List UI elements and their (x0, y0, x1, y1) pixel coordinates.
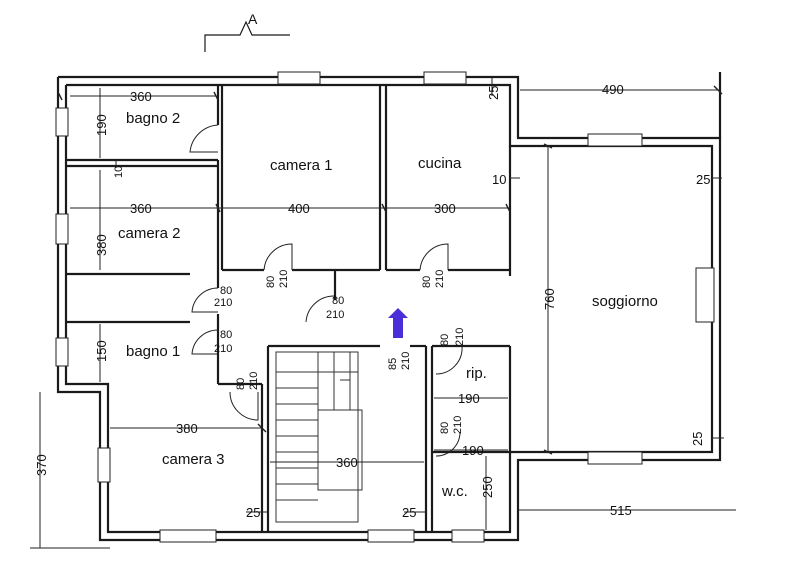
window-stair (367, 529, 415, 543)
dim-door-bagno1-w: 80 (220, 329, 232, 341)
window-cucina (423, 71, 467, 85)
door-hall (305, 295, 335, 323)
dim-entry-h: 210 (400, 352, 412, 370)
dim-door-corridor-h: 210 (214, 297, 232, 309)
dim-camera2-width: 360 (130, 201, 152, 216)
window-camera2 (55, 213, 69, 245)
dim-door-rip-h: 210 (454, 328, 466, 346)
dim-door-camera1-w: 80 (265, 276, 277, 288)
dim-left-370: 370 (34, 454, 49, 476)
dim-door-corridor-w: 80 (220, 285, 232, 297)
window-soggiorno-bottom (587, 451, 643, 465)
dim-entry-w: 85 (387, 358, 399, 370)
window-bagno1 (55, 337, 69, 367)
dim-cucina-width: 300 (434, 201, 456, 216)
dim-door-bagno1-h: 210 (214, 343, 232, 355)
window-bagno2 (55, 107, 69, 137)
room-label-bagno2: bagno 2 (126, 110, 180, 127)
interior-walls (66, 85, 512, 532)
window-camera1 (277, 71, 321, 85)
room-label-camera3: camera 3 (162, 451, 225, 468)
dim-wall-25-top: 25 (486, 86, 501, 100)
door-camera3 (229, 391, 259, 421)
dim-door-camera3-h: 210 (248, 372, 260, 390)
room-label-camera1: camera 1 (270, 157, 333, 174)
room-label-bagno1: bagno 1 (126, 343, 180, 360)
fireplace (695, 267, 715, 323)
dim-top-490: 490 (602, 82, 624, 97)
section-marker-label: A (248, 11, 258, 27)
door-camera1 (263, 243, 293, 271)
dim-door-hall-w: 80 (332, 295, 344, 307)
window-wc (451, 529, 485, 543)
dim-wall-10a: 10 (113, 166, 125, 178)
dim-wc-height: 250 (480, 476, 495, 498)
dim-door-wc-w: 80 (439, 422, 451, 434)
dim-bottom-515: 515 (610, 503, 632, 518)
dim-door-hall-h: 210 (326, 309, 344, 321)
dim-bagno2-width: 360 (130, 89, 152, 104)
room-label-soggiorno: soggiorno (592, 293, 658, 310)
dim-wall-25-right: 25 (696, 172, 710, 187)
dim-wall-25-stair: 25 (402, 505, 416, 520)
dim-door-camera3-w: 80 (235, 378, 247, 390)
dimension-labels: 360 190 10 25 490 360 400 300 10 25 380 … (34, 82, 710, 520)
dim-door-rip-w: 80 (439, 334, 451, 346)
dim-stair-width: 360 (336, 455, 358, 470)
dim-wall-10b: 10 (492, 172, 506, 187)
doors (189, 124, 463, 457)
dim-rip-width: 190 (458, 391, 480, 406)
entry-arrow (388, 308, 408, 338)
room-label-cucina: cucina (418, 155, 462, 172)
section-marker: A (204, 11, 290, 52)
dimension-lines (30, 78, 736, 549)
dim-door-camera1-h: 210 (278, 270, 290, 288)
dim-bagno1-height: 150 (94, 340, 109, 362)
door-corridor (191, 287, 219, 313)
window-camera3-bottom (159, 529, 217, 543)
staircase (275, 351, 363, 523)
door-rip (435, 345, 463, 375)
dim-bagno2-height: 190 (94, 114, 109, 136)
door-bagno1 (191, 329, 219, 355)
window-soggiorno-top (587, 133, 643, 147)
room-labels: bagno 2 camera 1 cucina camera 2 soggior… (118, 110, 658, 500)
windows (55, 71, 715, 543)
dim-camera1-width: 400 (288, 201, 310, 216)
dim-wall-25-right-low: 25 (690, 432, 705, 446)
room-label-wc: w.c. (441, 483, 468, 500)
dim-camera2-height: 380 (94, 234, 109, 256)
window-camera3-side (97, 447, 111, 483)
door-bagno2 (189, 124, 219, 153)
dim-door-cucina-h: 210 (434, 270, 446, 288)
dim-door-cucina-w: 80 (421, 276, 433, 288)
room-label-camera2: camera 2 (118, 225, 181, 242)
dim-camera3-width: 380 (176, 421, 198, 436)
dim-soggiorno-height: 760 (542, 288, 557, 310)
dim-wc-width: 190 (462, 443, 484, 458)
room-label-rip: rip. (466, 365, 487, 382)
dim-door-wc-h: 210 (452, 416, 464, 434)
door-cucina (419, 243, 449, 271)
dim-wall-25-cam3: 25 (246, 505, 260, 520)
door-wc (435, 431, 461, 457)
